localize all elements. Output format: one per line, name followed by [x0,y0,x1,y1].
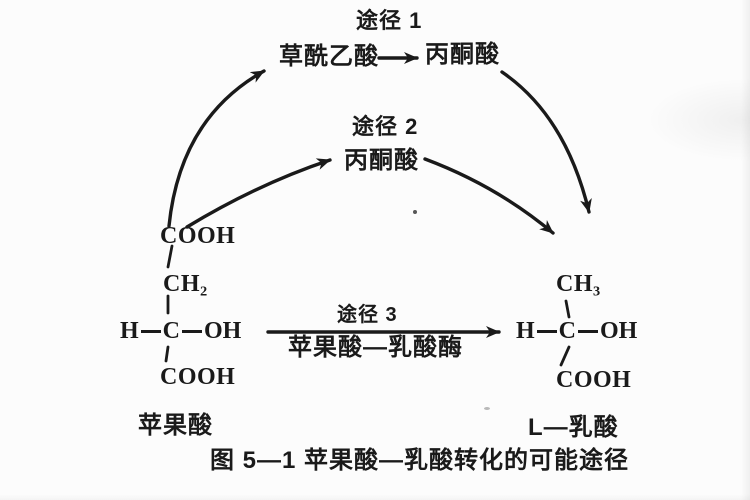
lactate-bond-c-oh-icon [578,329,599,333]
pathway3-title: 途径 3 [337,304,398,326]
pathway2-product-pyruvate: 丙酮酸 [344,147,419,174]
figure-caption: 图 5—1 苹果酸—乳酸转化的可能途径 [210,447,630,474]
malate-hcoh-row: H C OH [120,318,241,344]
pathway1-title: 途径 1 [356,8,423,33]
pathway3-enzyme: 苹果酸—乳酸酶 [288,334,463,361]
malate-group-cooh-bottom: COOH [160,364,236,390]
lactate-group-ch3: CH₃ [556,271,601,297]
lactate-bond-top [564,299,571,319]
pathway1-substrate-oxaloacetate: 草酰乙酸 [279,43,379,70]
curve-malate-to-pyruvate2 [185,158,332,229]
curve-pyruvate2-to-lactate [423,157,555,235]
curve-malate-to-oxaloacetate [167,69,266,228]
lactate-atom-c: C [558,318,577,344]
scan-speck [484,407,490,410]
malate-group-ch2: CH₂ [163,271,208,297]
malate-label: 苹果酸 [138,412,213,439]
malate-group-oh: OH [204,318,242,344]
pathway1-product-pyruvate: 丙酮酸 [425,41,500,68]
lactate-hcoh-row: H C OH [516,318,637,344]
scan-speck [413,210,417,214]
malate-bond-bottom [164,345,170,363]
malate-atom-h: H [120,318,139,344]
lactate-group-cooh: COOH [556,367,632,393]
curve-pyruvate1-to-lactate [500,70,592,214]
lactate-label: L—乳酸 [528,414,619,441]
malate-atom-c: C [162,318,181,344]
lactate-bond-bottom [559,345,571,367]
pathway2-title: 途径 2 [352,114,419,139]
malate-group-cooh-top: COOH [160,223,236,249]
lactate-bond-h-c-icon [536,329,557,333]
malate-bond-c-oh-icon [182,329,203,333]
lactate-atom-h: H [516,318,535,344]
lactate-group-oh: OH [600,318,638,344]
malate-bond-top [166,244,174,269]
malate-bond-h-c-icon [140,329,161,333]
